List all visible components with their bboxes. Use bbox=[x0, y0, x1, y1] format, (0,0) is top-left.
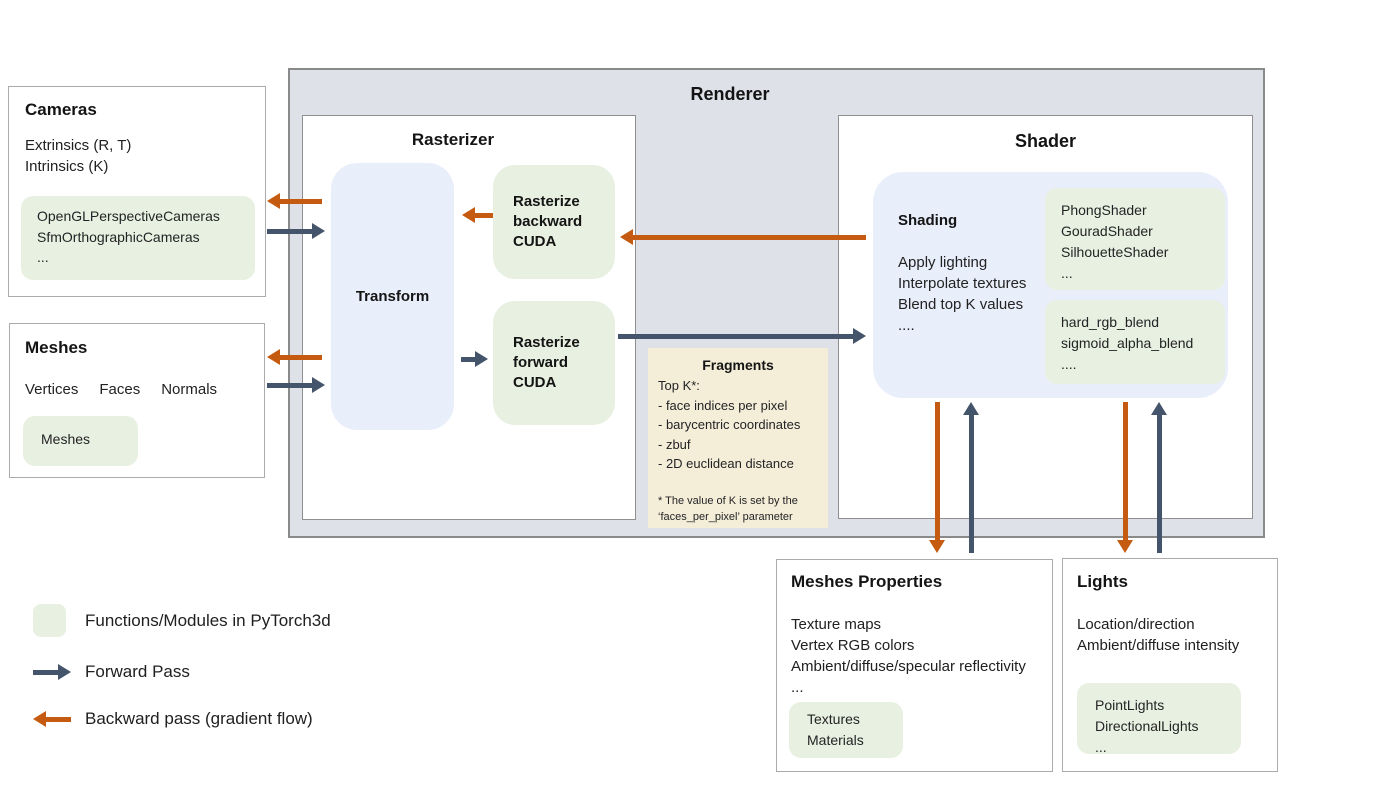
lights-title: Lights bbox=[1077, 572, 1128, 591]
meshes-properties-line: Ambient/diffuse/specular reflectivity bbox=[791, 658, 1026, 675]
forward-arrow-rasterizer-to-shader bbox=[618, 328, 866, 344]
module-line: .... bbox=[1061, 356, 1077, 372]
legend-backward-label: Backward pass (gradient flow) bbox=[85, 709, 313, 728]
shading-line: Apply lighting bbox=[898, 254, 988, 271]
meshes-properties-module-box: Textures Materials bbox=[789, 702, 903, 758]
cameras-attributes: Extrinsics (R, T) Intrinsics (K) bbox=[25, 135, 131, 177]
fragments-line: - barycentric coordinates bbox=[658, 417, 801, 432]
module-line: Materials bbox=[807, 732, 864, 748]
renderer-title: Renderer bbox=[690, 84, 770, 104]
module-line: sigmoid_alpha_blend bbox=[1061, 335, 1194, 351]
backward-arrow-shader-to-meshes-properties bbox=[929, 402, 945, 553]
shading-box: Shading Apply lighting Interpolate textu… bbox=[873, 172, 1228, 398]
rasterize-backward-box: Rasterize backward CUDA bbox=[493, 165, 615, 279]
lights-panel: Lights Location/direction Ambient/diffus… bbox=[1062, 558, 1278, 772]
lights-line: Location/direction bbox=[1077, 616, 1195, 633]
module-line: SfmOrthographicCameras bbox=[37, 228, 200, 245]
rasterize-backward-line: backward bbox=[513, 213, 583, 230]
meshes-properties-lines: Texture maps Vertex RGB colors Ambient/d… bbox=[791, 614, 1026, 698]
meshes-properties-line: ... bbox=[791, 679, 804, 696]
rasterizer-panel: Rasterizer Transform Rasterize backward … bbox=[302, 115, 636, 520]
meshes-properties-panel: Meshes Properties Texture maps Vertex RG… bbox=[776, 559, 1053, 772]
meshes-attr: Faces bbox=[99, 381, 141, 398]
legend-modules-label: Functions/Modules in PyTorch3d bbox=[85, 611, 331, 630]
module-line: ... bbox=[1095, 739, 1107, 755]
lights-module-box: PointLights DirectionalLights ... bbox=[1077, 683, 1241, 755]
lights-line: Ambient/diffuse intensity bbox=[1077, 637, 1240, 654]
rasterizer-title: Rasterizer bbox=[411, 130, 495, 149]
shading-title: Shading bbox=[898, 212, 958, 229]
meshes-properties-line: Vertex RGB colors bbox=[791, 637, 915, 654]
backward-arrow-to-cameras bbox=[267, 193, 322, 209]
rasterize-forward-line: forward bbox=[513, 354, 569, 371]
forward-arrow-meshes-properties-to-shader bbox=[963, 402, 979, 553]
shader-title: Shader bbox=[1014, 131, 1077, 151]
shading-line: Blend top K values bbox=[898, 296, 1024, 313]
shading-line: .... bbox=[898, 317, 915, 334]
fragments-lines: Top K*: - face indices per pixel - baryc… bbox=[658, 376, 800, 474]
backward-arrow-cuda-to-transform bbox=[462, 207, 493, 223]
module-line: ... bbox=[1061, 265, 1073, 281]
fragments-line: - 2D euclidean distance bbox=[658, 456, 794, 471]
fragments-title: Fragments bbox=[702, 357, 774, 373]
module-line: ... bbox=[37, 249, 49, 265]
rasterize-forward-box: Rasterize forward CUDA bbox=[493, 301, 615, 425]
shader-panel: Shader Shading Apply lighting Interpolat… bbox=[838, 115, 1253, 519]
module-line: PhongShader bbox=[1061, 202, 1147, 218]
shader-modules-box: PhongShader GouradShader SilhouetteShade… bbox=[1045, 188, 1225, 290]
fragments-line: Top K*: bbox=[658, 378, 700, 393]
cameras-title: Cameras bbox=[25, 100, 97, 119]
module-line: hard_rgb_blend bbox=[1061, 314, 1160, 330]
fragments-line: - zbuf bbox=[658, 436, 691, 452]
module-line: PointLights bbox=[1095, 697, 1165, 713]
rasterize-backward-line: Rasterize bbox=[513, 193, 580, 210]
backward-arrow-shader-to-lights bbox=[1117, 402, 1133, 553]
transform-label: Transform bbox=[355, 288, 430, 305]
backward-arrow-to-meshes bbox=[267, 349, 322, 365]
cameras-panel: Cameras Extrinsics (R, T) Intrinsics (K)… bbox=[8, 86, 266, 297]
forward-arrow-meshes-to-transform bbox=[267, 377, 325, 393]
meshes-module-box: Meshes bbox=[23, 416, 138, 466]
fragments-note: Fragments Top K*: - face indices per pix… bbox=[648, 348, 828, 528]
module-line: Meshes bbox=[41, 431, 91, 447]
forward-arrow-icon bbox=[33, 664, 71, 680]
forward-arrow-lights-to-shader bbox=[1151, 402, 1167, 553]
backward-arrow-shader-to-rasterizer bbox=[620, 229, 866, 245]
forward-arrow-transform-to-cuda bbox=[461, 351, 488, 367]
renderer-container: Renderer Rasterizer Transform Rasterize … bbox=[288, 68, 1265, 538]
module-line: SilhouetteShader bbox=[1061, 244, 1169, 260]
meshes-title: Meshes bbox=[25, 338, 88, 357]
module-line: DirectionalLights bbox=[1095, 718, 1199, 734]
shading-line: Interpolate textures bbox=[898, 275, 1027, 292]
transform-box: Transform bbox=[331, 163, 454, 430]
cameras-attr-line: Extrinsics (R, T) bbox=[25, 137, 132, 154]
meshes-panel: Meshes Vertices Faces Normals Meshes bbox=[9, 323, 265, 478]
lights-lines: Location/direction Ambient/diffuse inten… bbox=[1077, 614, 1239, 656]
cameras-module-box: OpenGLPerspectiveCameras SfmOrthographic… bbox=[21, 196, 255, 280]
meshes-attributes: Vertices Faces Normals bbox=[25, 381, 217, 398]
fragments-footnote: * The value of K is set by the ‘faces_pe… bbox=[658, 494, 798, 525]
rasterize-backward-line: CUDA bbox=[513, 233, 557, 250]
rasterize-forward-line: CUDA bbox=[513, 374, 557, 391]
module-swatch-icon bbox=[33, 604, 66, 637]
meshes-properties-line: Texture maps bbox=[791, 616, 882, 633]
backward-arrow-icon bbox=[33, 711, 71, 727]
forward-arrow-cameras-to-transform bbox=[267, 223, 325, 239]
rasterize-forward-line: Rasterize bbox=[513, 334, 580, 351]
meshes-properties-title: Meshes Properties bbox=[791, 572, 943, 591]
fragments-footnote-line: ‘faces_per_pixel’ parameter bbox=[658, 510, 793, 523]
module-line: GouradShader bbox=[1061, 223, 1153, 239]
fragments-line: - face indices per pixel bbox=[658, 397, 788, 413]
shading-lines: Apply lighting Interpolate textures Blen… bbox=[898, 252, 1026, 336]
legend-forward-label: Forward Pass bbox=[85, 662, 190, 681]
cameras-attr-line: Intrinsics (K) bbox=[25, 158, 109, 175]
module-line: Textures bbox=[807, 711, 860, 727]
fragments-footnote-line: * The value of K is set by the bbox=[658, 495, 798, 507]
meshes-attr: Vertices bbox=[25, 381, 79, 398]
blend-modules-box: hard_rgb_blend sigmoid_alpha_blend .... bbox=[1045, 300, 1225, 384]
meshes-attr: Normals bbox=[161, 381, 218, 398]
module-line: OpenGLPerspectiveCameras bbox=[37, 208, 220, 224]
